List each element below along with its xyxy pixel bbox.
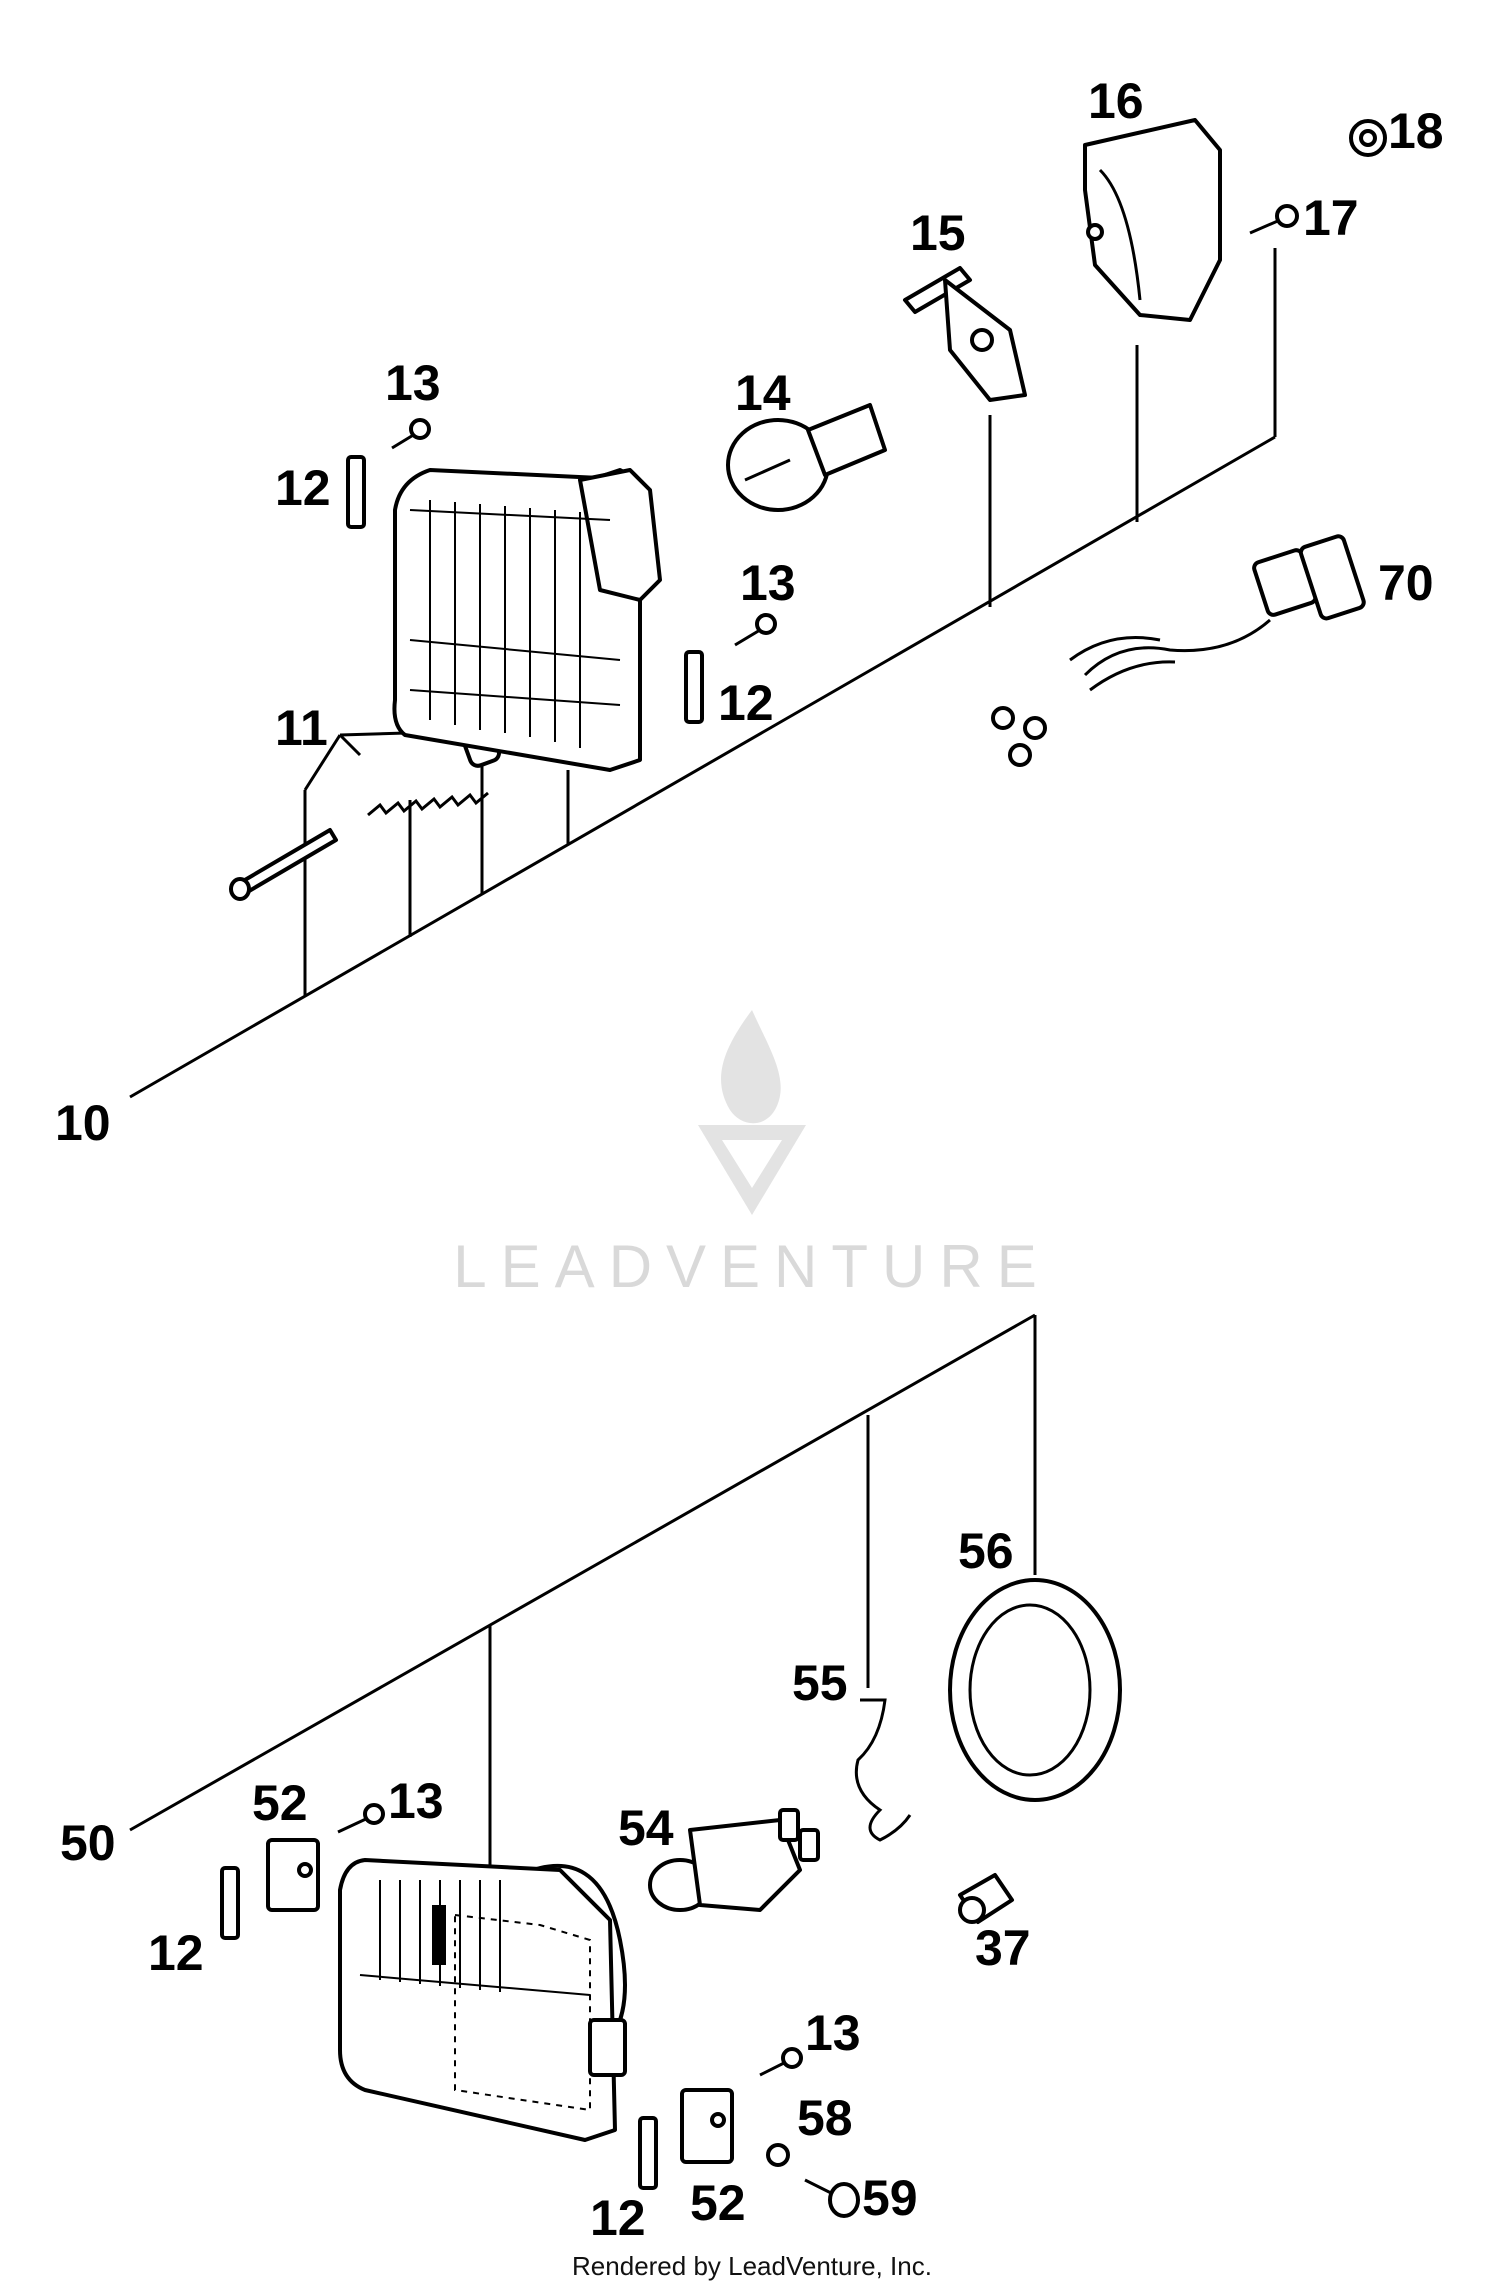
watermark-text: LEADVENTURE: [453, 1233, 1050, 1300]
callout-14: 14: [735, 365, 791, 421]
part-13-screw-b: [734, 613, 777, 647]
part-11-spring: [367, 791, 489, 817]
callout-13-a: 13: [385, 355, 441, 411]
part-18-grommet: [1349, 119, 1387, 157]
callout-58: 58: [797, 2090, 853, 2146]
part-14-bulb: [726, 403, 887, 512]
part-52-clip-b: [680, 2088, 734, 2164]
part-12-clip-d: [638, 2116, 658, 2190]
part-59-bolt: [804, 2178, 860, 2218]
callout-59: 59: [862, 2170, 918, 2226]
callout-13-d: 13: [805, 2005, 861, 2061]
part-12-clip-c: [220, 1866, 240, 1940]
footer-credit: Rendered by LeadVenture, Inc.: [572, 2251, 932, 2281]
callout-18: 18: [1388, 103, 1444, 159]
callout-50: 50: [60, 1815, 116, 1871]
part-13-screw-c: [337, 1803, 385, 1834]
part-58-washer: [766, 2143, 790, 2167]
leadventure-flame-logo-icon: [698, 1010, 806, 1215]
callout-16: 16: [1088, 73, 1144, 129]
callout-12-d: 12: [590, 2190, 646, 2246]
callout-13-c: 13: [388, 1773, 444, 1829]
callout-12-c: 12: [148, 1925, 204, 1981]
headlight-bottom: [338, 1858, 627, 2142]
part-11-bolt: [229, 828, 338, 901]
callout-13-b: 13: [740, 555, 796, 611]
callout-15: 15: [910, 205, 966, 261]
part-52-clip-a: [266, 1838, 320, 1912]
part-15-bracket: [903, 266, 1027, 402]
callout-70: 70: [1378, 555, 1434, 611]
callout-labels: 10 11 12 13 14 13 12 15 16 17 18 70 50 5…: [55, 73, 1444, 2246]
part-37-small-bulb: [958, 1873, 1014, 1924]
part-70-wiring-harness: [991, 534, 1366, 767]
callout-11: 11: [275, 700, 328, 756]
callout-12-a: 12: [275, 460, 331, 516]
part-12-clip-a: [346, 455, 366, 529]
callout-52-b: 52: [690, 2175, 746, 2231]
callout-10: 10: [55, 1095, 111, 1151]
callout-52-a: 52: [252, 1775, 308, 1831]
callout-54: 54: [618, 1800, 674, 1856]
callout-56: 56: [958, 1523, 1014, 1579]
part-17-screw: [1249, 204, 1299, 235]
callout-17: 17: [1303, 190, 1359, 246]
part-55-spring-clip: [854, 1698, 912, 1842]
part-13-screw-a: [391, 418, 431, 450]
headlight-top: [392, 468, 662, 772]
callout-37: 37: [975, 1920, 1031, 1976]
assembly-50: [129, 1313, 1122, 2218]
part-12-clip-b: [684, 650, 704, 724]
callout-12-b: 12: [718, 675, 774, 731]
part-16-housing: [1083, 118, 1222, 322]
part-54-h4-bulb: [648, 1808, 820, 1912]
part-56-rim: [948, 1578, 1122, 1802]
part-13-screw-d: [759, 2047, 803, 2077]
watermark: LEADVENTURE: [453, 1010, 1050, 1300]
assembly-10: [129, 118, 1387, 1099]
callout-55: 55: [792, 1655, 848, 1711]
